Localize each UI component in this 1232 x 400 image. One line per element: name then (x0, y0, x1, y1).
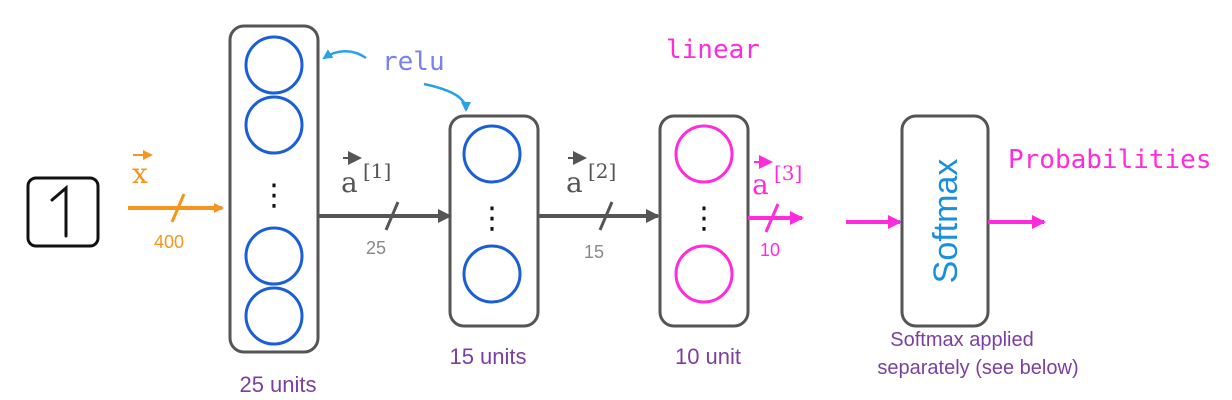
layer-3-box (658, 114, 750, 328)
a3-slash (764, 203, 780, 233)
softmax-block: Softmax Probabilities Softmax applied se… (846, 114, 1212, 379)
layer-3-neuron (674, 244, 734, 304)
layer-2: ⋮ 15 units (448, 114, 540, 369)
a1-base: a (341, 166, 358, 199)
layer-2-box (448, 114, 540, 328)
relu-arrow-to-layer1 (322, 49, 367, 60)
layer-1-neuron (244, 95, 304, 155)
activation-a3: a [3] 10 (748, 155, 804, 260)
layer-1-neuron (244, 286, 304, 346)
softmax-note-line2: separately (see below) (877, 357, 1078, 379)
input-digit-box (26, 176, 100, 248)
layer-3-ellipsis: ⋮ (689, 201, 719, 236)
a1-sup: [1] (363, 159, 391, 183)
layer-1-units-label: 25 units (239, 372, 316, 397)
probabilities-label: Probabilities (1008, 145, 1212, 175)
layer-3-neuron (674, 124, 734, 184)
layer-2-units-label: 15 units (449, 344, 526, 369)
layer-1-neuron (244, 226, 304, 286)
relu-label: relu (382, 47, 445, 77)
relu-arrow-to-layer2 (423, 82, 471, 112)
x-symbol: x (132, 157, 148, 190)
softmax-note-line1: Softmax applied (890, 329, 1033, 351)
x-count: 400 (154, 232, 184, 252)
a2-count: 15 (584, 242, 604, 262)
a2-sup: [2] (588, 159, 616, 183)
relu-annotation: relu (322, 47, 471, 112)
activation-a1: a [1] 25 (318, 151, 452, 258)
a3-base: a (752, 168, 769, 201)
linear-label: linear (666, 35, 760, 65)
layer-3-units-label: 10 unit (675, 344, 741, 369)
activation-a2: a [2] 15 (538, 151, 660, 262)
layer-1-box (228, 24, 320, 354)
input-digit-frame (26, 176, 100, 248)
a1-count: 25 (366, 238, 386, 258)
layer-2-neuron (462, 124, 522, 184)
x-slash (170, 193, 186, 223)
softmax-label: Softmax (927, 159, 965, 284)
input-digit-glyph (50, 184, 68, 238)
a1-slash (384, 201, 400, 231)
a2-base: a (566, 166, 583, 199)
layer-1-ellipsis: ⋮ (259, 178, 289, 213)
layer-2-neuron (462, 244, 522, 304)
a2-slash (598, 201, 614, 231)
a3-sup: [3] (774, 161, 802, 185)
input-x: x 400 (128, 150, 224, 252)
layer-3: ⋮ 10 unit (658, 114, 750, 369)
layer-2-ellipsis: ⋮ (477, 201, 507, 236)
layer-1-neuron (244, 35, 304, 95)
a3-count: 10 (760, 240, 780, 260)
layer-1: ⋮ 25 units (228, 24, 320, 397)
